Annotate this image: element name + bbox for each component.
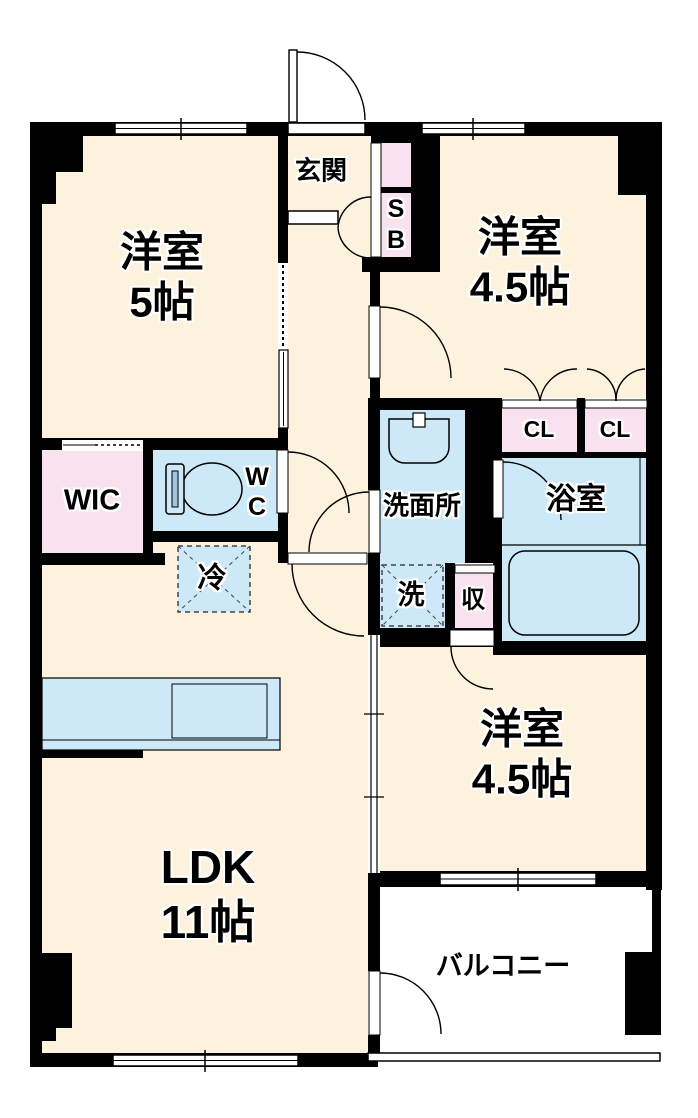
ldk-name: LDK bbox=[160, 840, 256, 893]
room-size: 4.5帖 bbox=[471, 756, 573, 803]
room-size: 5帖 bbox=[129, 279, 195, 326]
shoe-box-doors bbox=[337, 196, 372, 259]
shoe-box bbox=[381, 193, 411, 257]
balcony-railing bbox=[367, 1052, 661, 1062]
wc-door bbox=[276, 449, 350, 514]
window-yoshitsu5-top bbox=[114, 118, 248, 140]
window-ldk-bottom bbox=[112, 1050, 299, 1072]
bathroom-label: 浴室 bbox=[546, 483, 606, 516]
yoshitsu5-sliding-door bbox=[278, 263, 289, 429]
storage-label: 収 bbox=[461, 586, 485, 614]
room-size: 4.5帖 bbox=[469, 264, 571, 311]
closet1-box bbox=[502, 408, 577, 452]
hallway-floor bbox=[288, 136, 370, 563]
room-label-yoshitsu45-bottom: 洋室 4.5帖 bbox=[472, 705, 572, 806]
room-name: 洋室 bbox=[479, 705, 565, 753]
wic-floor bbox=[42, 450, 143, 553]
kitchen-counter-icon bbox=[41, 677, 281, 751]
door-swings bbox=[276, 49, 646, 1036]
entrance-door bbox=[288, 49, 366, 123]
closet2-label: CL bbox=[599, 416, 631, 443]
closet-double-doors bbox=[503, 368, 646, 402]
vanity-sink-icon bbox=[388, 412, 450, 464]
wic-opening bbox=[62, 440, 143, 451]
bathtub-icon bbox=[502, 458, 646, 636]
closet2-box bbox=[585, 408, 647, 452]
room-yoshitsu45-bottom-floor bbox=[380, 647, 646, 871]
room-label-yoshitsu5: 洋室 5帖 bbox=[120, 228, 204, 329]
room-floors bbox=[42, 136, 652, 1053]
ldk-floor bbox=[42, 542, 368, 1053]
balcony-door bbox=[368, 970, 442, 1036]
room-name: 洋室 bbox=[119, 228, 205, 276]
senmenjo-door bbox=[308, 489, 381, 554]
meter-box bbox=[381, 143, 411, 187]
washer-label: 洗 bbox=[397, 579, 425, 610]
ldk-size: 11帖 bbox=[160, 896, 256, 948]
wc-line2: C bbox=[247, 493, 267, 521]
refrigerator-space-icon bbox=[177, 545, 251, 613]
closet1-label: CL bbox=[523, 416, 555, 443]
washer-space-icon bbox=[381, 564, 444, 627]
ldk-label: LDK 11帖 bbox=[161, 840, 256, 950]
wc-line1: W bbox=[245, 463, 269, 491]
shoe-box-line1: S bbox=[387, 194, 405, 223]
windows-and-openings bbox=[62, 118, 661, 1072]
yoshitsu45-bottom-door bbox=[449, 629, 495, 690]
bathroom-door bbox=[492, 459, 562, 521]
shoe-box-label: S B bbox=[387, 194, 405, 257]
window-yoshitsu45-top bbox=[421, 118, 526, 140]
room-name: 洋室 bbox=[477, 213, 563, 261]
room-label-yoshitsu45-top: 洋室 4.5帖 bbox=[470, 213, 570, 314]
yoshitsu45-top-door bbox=[368, 305, 452, 379]
wic-label: WIC bbox=[63, 484, 121, 517]
genkan-step bbox=[287, 210, 339, 225]
storage-box bbox=[455, 573, 495, 628]
refrigerator-label: 冷 bbox=[197, 562, 227, 595]
balcony-floor bbox=[372, 887, 652, 1053]
fixtures bbox=[41, 412, 646, 751]
toilet-icon bbox=[165, 462, 243, 516]
senmenjo-label: 洗面所 bbox=[382, 490, 462, 521]
ldk-door bbox=[287, 552, 368, 637]
wc-label: W C bbox=[245, 462, 269, 522]
balcony-label: バルコニー bbox=[435, 950, 571, 981]
genkan-label: 玄関 bbox=[294, 155, 348, 186]
room-yoshitsu5-floor bbox=[42, 136, 278, 438]
ldk-partition-sliding-doors bbox=[364, 635, 384, 873]
shoe-box-line2: B bbox=[386, 226, 406, 254]
window-yoshitsu45b-balcony bbox=[439, 868, 597, 891]
